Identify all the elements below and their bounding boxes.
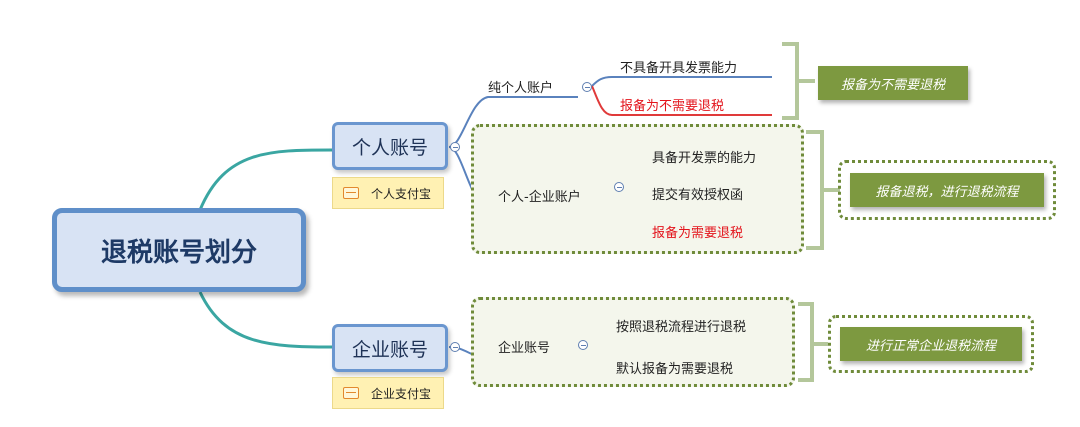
enterprise-account-label: 企业账号 [351,338,428,361]
label-enterprise-sub[interactable]: 企业账号 [498,341,551,356]
branch-root-enterprise [198,291,333,349]
label-mixed-account[interactable]: 个人-企业账户 [498,190,581,205]
account-item-2[interactable]: 默认报备为需要退税 [616,362,734,377]
root-node[interactable]: 退税账号划分 [52,208,306,292]
note-icon [343,187,359,199]
root-label: 退税账号划分 [100,237,257,268]
collapse-mixed-icon[interactable] [614,182,624,192]
collapse-enterprise-icon[interactable] [450,342,460,352]
result-mixed-label: 报备退税，进行退税流程 [875,184,1019,200]
note-personal-label: 个人支付宝 [371,186,432,201]
note-enterprise: 企业支付宝 [332,377,444,409]
result-mixed-frame [838,160,1056,220]
collapse-pure-icon[interactable] [582,82,592,92]
result-enterprise-label: 进行正常企业退税流程 [865,338,996,354]
note-enterprise-label: 企业支付宝 [371,386,432,401]
label-pure-personal[interactable]: 纯个人账户 [488,81,554,96]
pure-item-1[interactable]: 不具备开具发票能力 [620,61,738,76]
note-icon [343,387,359,399]
pure-item-2[interactable]: 报备为不需要退税 [620,99,725,114]
bracket-mixed [806,130,824,250]
branch-root-personal [198,148,333,211]
collapse-enterprise-sub-icon[interactable] [578,340,588,350]
result-enterprise-frame [828,315,1034,373]
mixed-item-1[interactable]: 具备开发票的能力 [652,151,757,166]
result-pure[interactable]: 报备为不需要退税 [818,66,968,100]
node-enterprise-account[interactable]: 企业账号 [332,324,448,372]
note-personal: 个人支付宝 [332,177,444,209]
result-mixed[interactable]: 报备退税，进行退税流程 [850,173,1044,207]
line-pure-item-1 [591,76,772,87]
mixed-item-2[interactable]: 提交有效授权函 [652,188,744,203]
mixed-item-3[interactable]: 报备为需要退税 [652,226,744,241]
account-item-1[interactable]: 按照退税流程进行退税 [616,320,747,335]
result-pure-label: 报备为不需要退税 [840,77,945,93]
result-enterprise[interactable]: 进行正常企业退税流程 [840,327,1022,361]
frame-mixed-group [471,124,804,254]
bracket-pure [782,42,799,120]
frame-enterprise-group [471,297,795,387]
line-pure-item-2 [591,85,772,116]
bracket-account [798,302,814,382]
node-personal-account[interactable]: 个人账号 [332,122,448,170]
personal-account-label: 个人账号 [351,136,428,159]
collapse-personal-icon[interactable] [450,142,460,152]
